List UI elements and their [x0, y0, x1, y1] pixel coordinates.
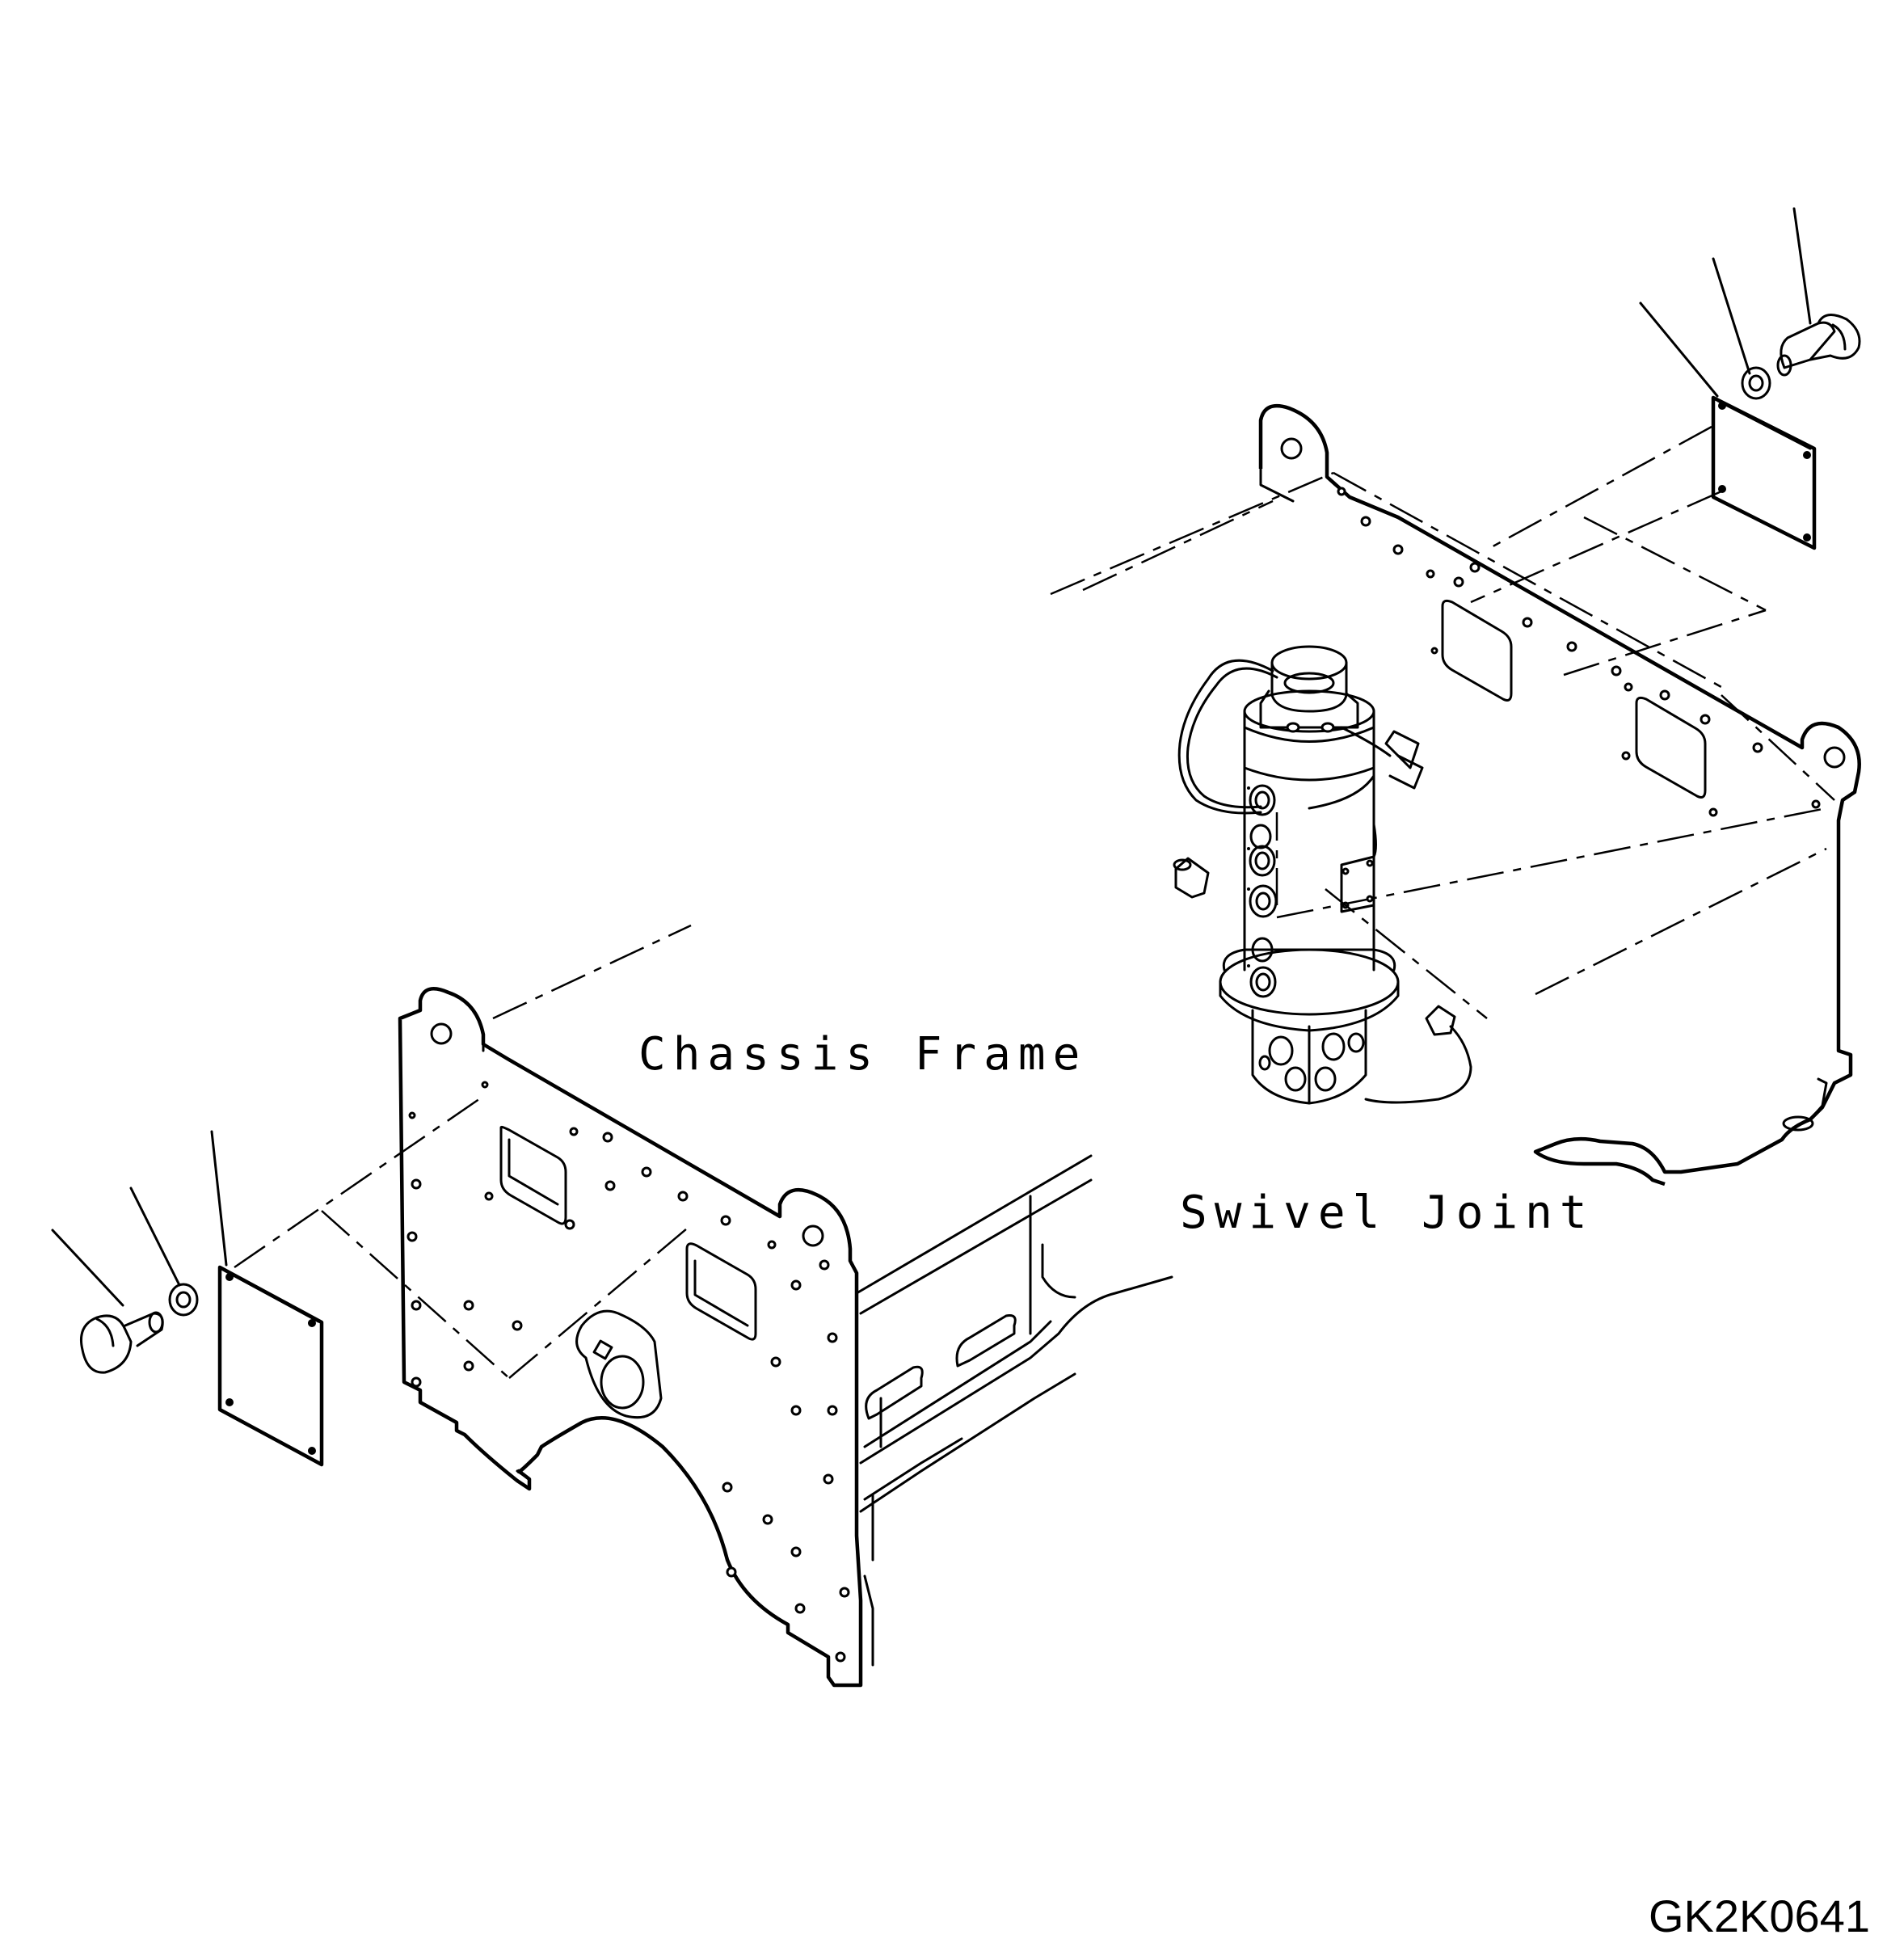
- right-cover-assembly: [1470, 207, 1861, 677]
- left-cover-assembly: [51, 1094, 688, 1467]
- swivel-joint: [1173, 645, 1488, 1105]
- chassis-frame-label: Chassis Frame: [638, 1028, 1088, 1081]
- chassis-front-plate: [398, 987, 863, 1688]
- drawing-code: GK2K0641: [1649, 1890, 1870, 1941]
- chassis-rear-plate: [1050, 403, 1861, 1187]
- chassis-body: [492, 499, 1274, 1667]
- swivel-joint-label: Swivel Joint: [1180, 1187, 1594, 1239]
